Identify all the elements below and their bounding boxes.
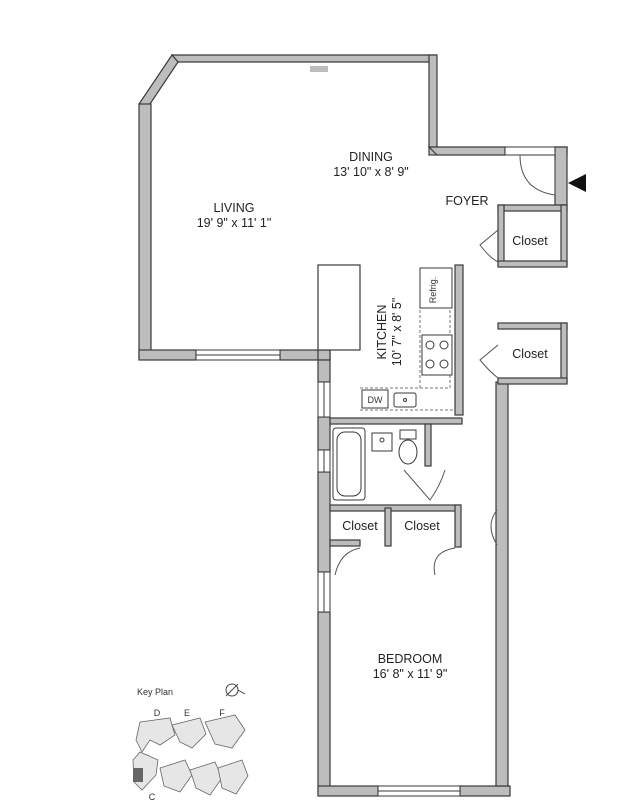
- bathroom-sink: [371, 432, 393, 452]
- refrigerator: Refrig.: [419, 267, 453, 309]
- entry-arrow-icon: [568, 174, 586, 192]
- key-plan-label-f: F: [219, 708, 225, 718]
- closet-label-hall-right: Closet: [404, 519, 440, 533]
- dishwasher-label: DW: [368, 395, 383, 405]
- key-plan-title: Key Plan: [137, 687, 173, 697]
- closet-label-foyer-lower: Closet: [512, 347, 548, 361]
- key-plan-label-e: E: [184, 708, 190, 718]
- north-compass-icon: [225, 683, 246, 697]
- closet-label-hall-left: Closet: [342, 519, 378, 533]
- kitchen-sink: [393, 392, 417, 408]
- key-plan-label-d: D: [154, 708, 161, 718]
- door-swings: [334, 154, 556, 576]
- refrigerator-label: Refrig.: [428, 277, 438, 304]
- foyer-name: FOYER: [445, 194, 488, 208]
- dishwasher: DW: [361, 389, 389, 409]
- closet-label-foyer-upper: Closet: [512, 234, 548, 248]
- windows: [195, 66, 556, 797]
- kitchen-size: 10' 7" x 8' 5": [390, 298, 404, 367]
- kitchen-name: KITCHEN: [375, 305, 389, 360]
- bedroom-name: BEDROOM: [378, 652, 443, 666]
- dining-size: 13' 10" x 8' 9": [333, 165, 409, 179]
- bedroom-size: 16' 8" x 11' 9": [373, 667, 448, 681]
- walls: [138, 54, 568, 797]
- bathtub: [332, 427, 366, 501]
- dining-name: DINING: [349, 150, 393, 164]
- living-size: 19' 9" x 11' 1": [197, 216, 272, 230]
- key-plan-buildings: [132, 714, 249, 796]
- key-plan-label-c: C: [149, 792, 156, 800]
- toilet: [398, 429, 418, 465]
- key-plan: Key Plan D E F C: [132, 683, 249, 800]
- range-stove: [421, 334, 453, 376]
- living-name: LIVING: [214, 201, 255, 215]
- key-plan-highlight: [133, 768, 143, 782]
